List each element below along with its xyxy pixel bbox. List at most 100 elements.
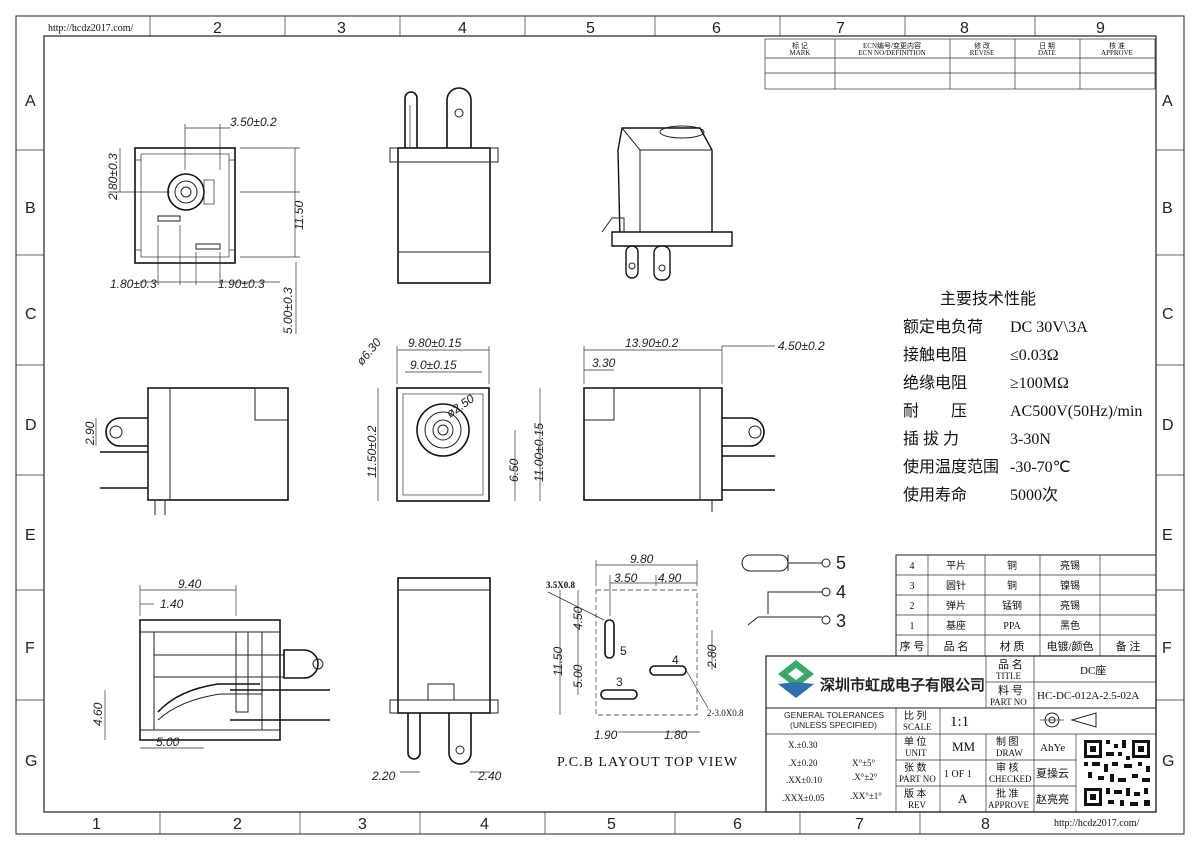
bom-head-plating: 电镀/颜色 [1046, 639, 1093, 653]
zone-left-B: B [25, 200, 36, 217]
dim-dia-6.30: ø6.30 [354, 335, 385, 368]
dim-6.50: 6.50 [507, 458, 521, 482]
zone-bottom-3: 3 [358, 816, 367, 833]
zone-right-E: E [1162, 527, 1173, 544]
bom-name-3: 圆针 [946, 579, 966, 592]
zone-right-B: B [1162, 200, 1173, 217]
bom-material-4: 铜 [1007, 560, 1017, 572]
zone-right-C: C [1162, 306, 1174, 323]
dim-2.20: 2.20 [371, 769, 396, 783]
rev-head-revise-cn: 修 改 [974, 41, 990, 50]
title-value: DC座 [1080, 663, 1106, 677]
title-block: 深圳市虹成电子有限公司 品 名 TITLE DC座 料 号 PART NO HC… [765, 655, 1157, 813]
title-label-en: TITLE [996, 671, 1021, 681]
tol-x: X.±0.30 [788, 740, 818, 750]
dim-pcb-4.90: 4.90 [658, 571, 682, 585]
scale-value: 1:1 [950, 714, 969, 730]
dim-1.40: 1.40 [160, 597, 184, 611]
pcb-pin-5: 5 [620, 644, 627, 658]
dim-13.90: 13.90±0.2 [625, 336, 679, 350]
pcb-pin-4: 4 [672, 653, 679, 667]
front-view-center: 9.80±0.15 9.0±0.15 ø6.30 ø2.50 11.50±0.2… [354, 335, 546, 502]
tol-dot-xxx: .XXX±0.05 [782, 793, 825, 803]
scale-label-cn: 比 列 [904, 709, 927, 722]
zone-left-G: G [25, 753, 37, 770]
bom-name-2: 弹片 [946, 599, 966, 612]
qr-code-icon [1082, 738, 1152, 808]
spec-value-6: 5000次 [1010, 486, 1058, 504]
draw-label-cn: 制 图 [996, 735, 1019, 748]
dim-11.50: 11.50±0.2 [365, 425, 379, 478]
part-label-cn: 料 号 [998, 683, 1023, 697]
zone-top-3: 3 [337, 20, 346, 37]
zone-top-9: 9 [1096, 20, 1105, 37]
check-label-cn: 审 核 [996, 761, 1019, 774]
check-label-en: CHECKED [989, 774, 1032, 784]
part-label-en: PART NO [990, 697, 1027, 707]
draw-value: AhYe [1040, 742, 1065, 754]
zone-bottom-8: 8 [981, 816, 990, 833]
tol-dot-x: .X±0.20 [788, 758, 818, 768]
approve-label-en: APPROVE [988, 800, 1030, 810]
bottom-view: 2.20 2.40 [371, 577, 502, 783]
part-value: HC-DC-012A-2.5-02A [1037, 690, 1139, 702]
spec-label-2: 绝缘电阻 [903, 374, 967, 392]
check-value: 夏操云 [1036, 766, 1069, 780]
zone-bottom-5: 5 [607, 816, 616, 833]
zone-bottom-2: 2 [233, 816, 242, 833]
bom-head-material: 材 质 [1000, 639, 1025, 653]
zone-top-2: 2 [213, 20, 222, 37]
title-label-cn: 品 名 [998, 657, 1023, 671]
spec-value-0: DC 30V\3A [1010, 319, 1088, 336]
unit-label-en: UNIT [905, 748, 927, 758]
pcb-layout-title: P.C.B LAYOUT TOP VIEW [557, 755, 738, 770]
bom-no-3: 3 [910, 581, 915, 592]
bom-plating-3: 镍锡 [1060, 579, 1080, 592]
dim-3.50: 3.50±0.2 [230, 115, 277, 129]
zone-left-F: F [25, 640, 35, 657]
zone-bottom-4: 4 [480, 816, 489, 833]
spec-label-3: 耐 压 [903, 402, 967, 420]
zone-bottom-7: 7 [855, 816, 864, 833]
zone-left-A: A [25, 93, 36, 110]
company-logo-icon [778, 660, 814, 698]
rev-head-ecn-cn: ECN编号/变更内容 [863, 41, 921, 50]
dim-pcb-5.00: 5.00 [571, 664, 585, 688]
dim-pcb-4.50: 4.50 [571, 606, 585, 630]
bom-table: 4 平片 铜 亮锡 3 圆针 铜 镍锡 2 弹片 锰钢 亮锡 1 基座 PPA … [895, 554, 1157, 657]
dim-2.90: 2.90 [83, 421, 97, 446]
dim-pcb-11.50: 11.50 [551, 647, 565, 676]
zone-right-F: F [1162, 640, 1172, 657]
bom-head-no: 序 号 [900, 639, 925, 653]
side-view-top-middle [389, 87, 499, 284]
approve-value: 赵亮亮 [1036, 792, 1069, 806]
rev-head-date-en: DATE [1038, 49, 1056, 57]
draw-label-en: DRAW [996, 748, 1023, 758]
dim-11.50-top: 11.50 [292, 201, 306, 230]
zone-right-G: G [1162, 753, 1174, 770]
dim-2.80: 2.80±0.3 [106, 153, 120, 201]
bom-plating-4: 亮锡 [1060, 559, 1080, 572]
isometric-view [601, 125, 733, 281]
zone-bottom-1: 1 [92, 816, 101, 833]
dim-pcb-3.50: 3.50 [614, 571, 638, 585]
spec-value-4: 3-30N [1010, 431, 1051, 448]
dim-9.80: 9.80±0.15 [408, 336, 462, 350]
spec-value-1: ≤0.03Ω [1010, 347, 1059, 364]
sheet-label-en: PART NO [899, 774, 936, 784]
specs-title: 主要技术性能 [940, 290, 1036, 308]
rev-label-cn: 版 本 [904, 787, 927, 800]
rev-head-approve-cn: 核 准 [1109, 41, 1125, 50]
spec-value-2: ≥100MΩ [1010, 375, 1069, 392]
drawing-border: http://hcdz2017.com/ http://hcdz2017.com… [15, 15, 1185, 835]
bom-material-1: PPA [1003, 621, 1021, 632]
approve-label-cn: 批 准 [996, 787, 1019, 800]
tolerance-title-2: (UNLESS SPECIFIED) [790, 720, 877, 730]
bom-no-4: 4 [910, 561, 915, 572]
spec-label-0: 额定电负荷 [903, 318, 983, 336]
bom-head-note: 备 注 [1116, 639, 1141, 653]
spec-label-4: 插 拔 力 [903, 430, 959, 448]
tol-angle-5: X°±5° [852, 758, 876, 768]
rev-value: A [958, 791, 968, 806]
spec-label-5: 使用温度范围 [903, 458, 999, 476]
